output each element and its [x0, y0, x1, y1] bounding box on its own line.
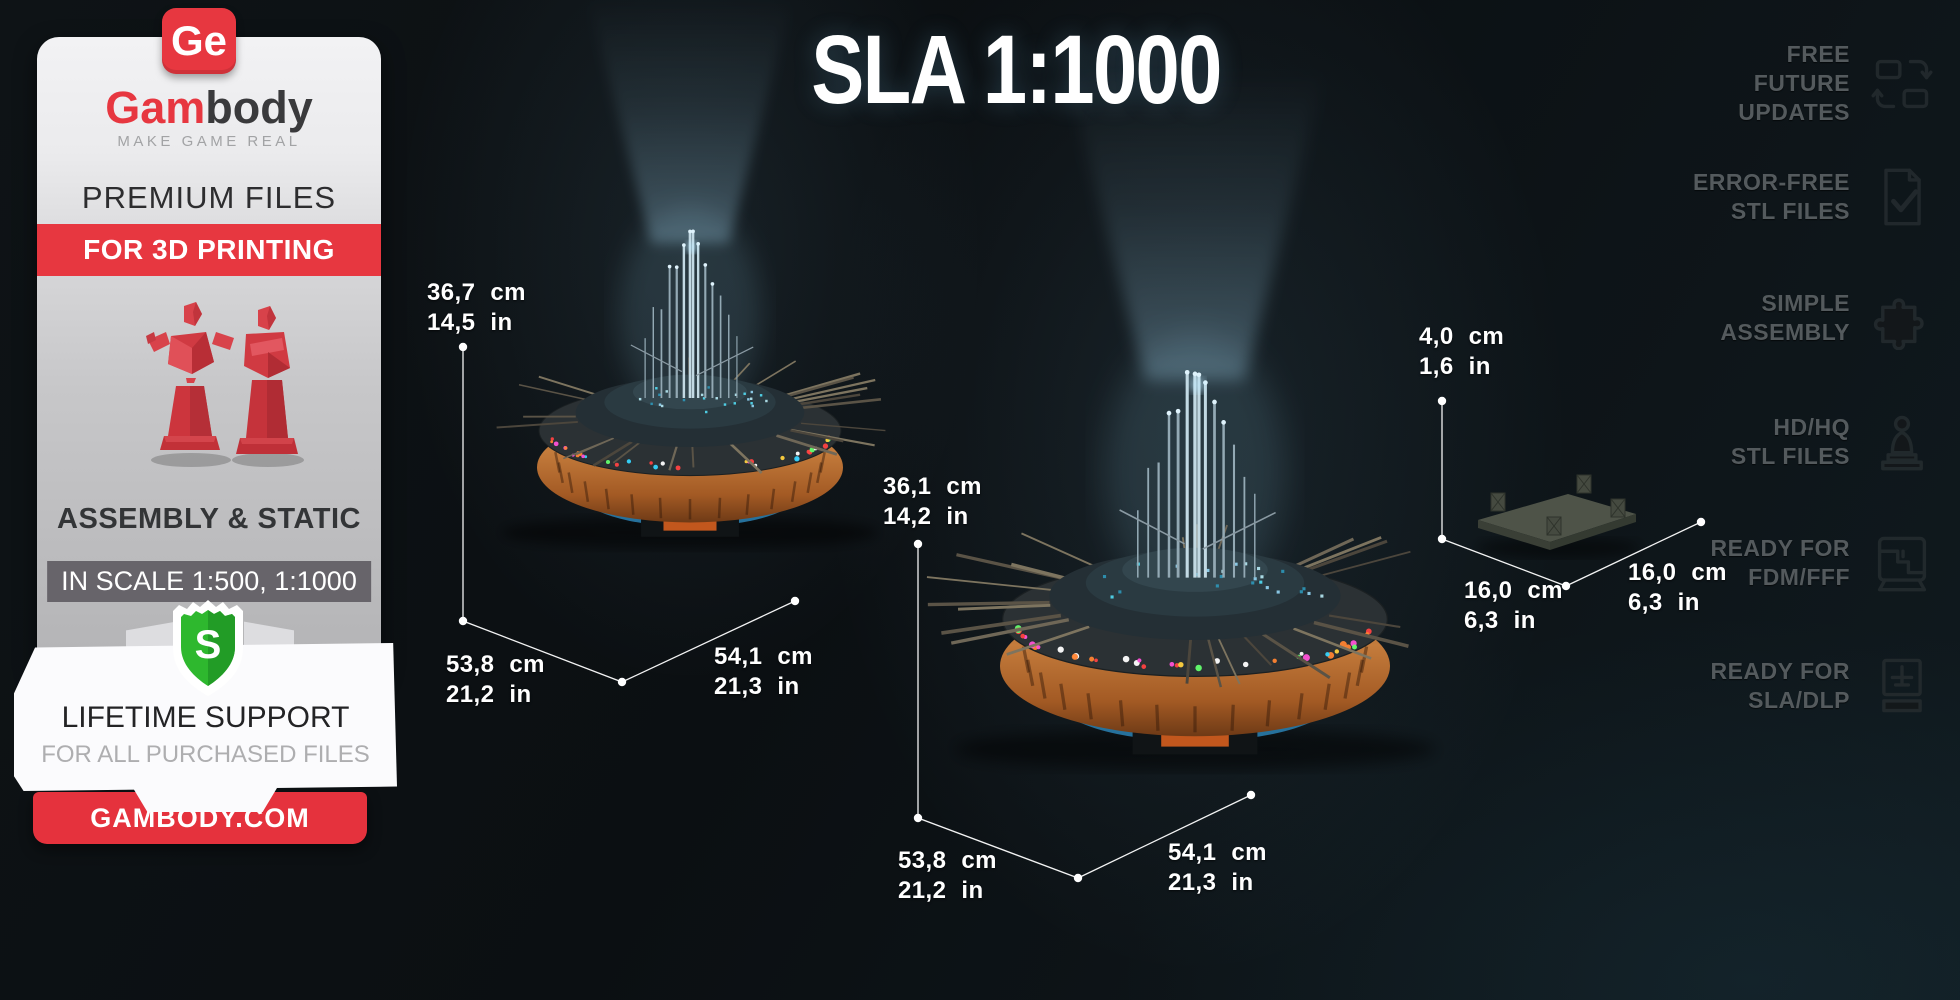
gambody-logo-icon: Ge — [162, 8, 236, 74]
brand-name-rest: body — [205, 82, 313, 133]
page-title: SLA 1:1000 — [811, 15, 1222, 124]
brand-tagline: MAKE GAME REAL — [117, 133, 301, 150]
shield-icon: S — [173, 600, 243, 696]
static-figure-icon — [236, 306, 298, 454]
assembly-figure-icon — [146, 302, 234, 450]
lifetime-support-label: LIFETIME SUPPORT — [61, 701, 350, 734]
purchased-files-label: FOR ALL PURCHASED FILES — [41, 741, 370, 768]
document-check-icon — [1870, 165, 1934, 229]
statue-icon — [1870, 410, 1934, 474]
puzzle-icon — [1870, 286, 1934, 350]
shield-letter: S — [195, 623, 222, 667]
banner-tab — [133, 788, 277, 812]
base-part-model — [1476, 474, 1640, 558]
updates-icon — [1870, 52, 1934, 116]
assembly-static-label: ASSEMBLY & STATIC — [57, 503, 361, 535]
premium-files-label: PREMIUM FILES — [81, 180, 337, 215]
fdm-printer-icon — [1870, 531, 1934, 595]
scale-badge: IN SCALE 1:500, 1:1000 — [47, 561, 371, 602]
brand-name-accent: Gam — [105, 82, 206, 133]
brand-wordmark: Gambody — [37, 82, 381, 134]
mothership-model-right — [926, 68, 1436, 770]
figurines-illustration — [146, 302, 304, 467]
sla-printer-icon — [1870, 654, 1934, 718]
for-3d-printing-banner: FOR 3D PRINTING — [37, 224, 381, 276]
